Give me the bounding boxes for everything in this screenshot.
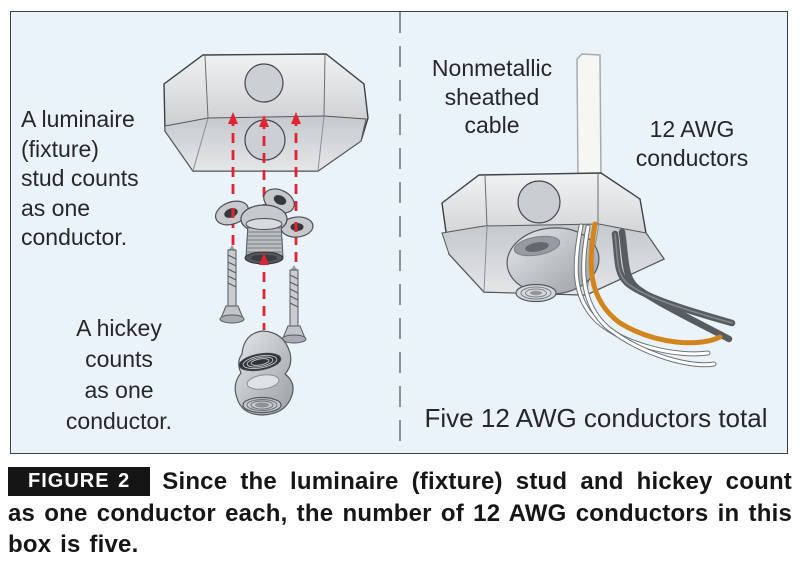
illustration-panel: A luminaire (fixture) stud counts as one… — [10, 11, 788, 454]
screw-illustration-right — [281, 265, 307, 344]
octagon-box-left-illustration — [163, 53, 369, 172]
screw-illustration-left — [219, 245, 245, 324]
stud-note-label: A luminaire (fixture) stud counts as one… — [21, 106, 139, 250]
hickey-illustration-left — [234, 330, 294, 416]
fixture-stud-illustration — [214, 188, 314, 265]
knockout-hole — [244, 63, 284, 103]
figure-number-badge: FIGURE 2 — [8, 467, 151, 496]
hickey-note-label: A hickey counts as one conductor. — [65, 315, 173, 434]
conductor-wires-illustration — [573, 221, 736, 368]
nm-cable-label: Nonmetallic sheathed cable — [431, 55, 553, 138]
conductors-label: 12 AWG conductors — [635, 116, 749, 171]
stud-wing-hole — [273, 195, 287, 205]
figure-caption-text: Since the luminaire (fixture) stud and h… — [8, 468, 792, 558]
diagram-artwork — [163, 12, 736, 453]
total-conductors-label: Five 12 AWG conductors total — [424, 403, 768, 433]
nm-cable-illustration — [576, 53, 602, 181]
red-arrowheads — [228, 112, 301, 265]
knockout-hole — [517, 180, 561, 224]
